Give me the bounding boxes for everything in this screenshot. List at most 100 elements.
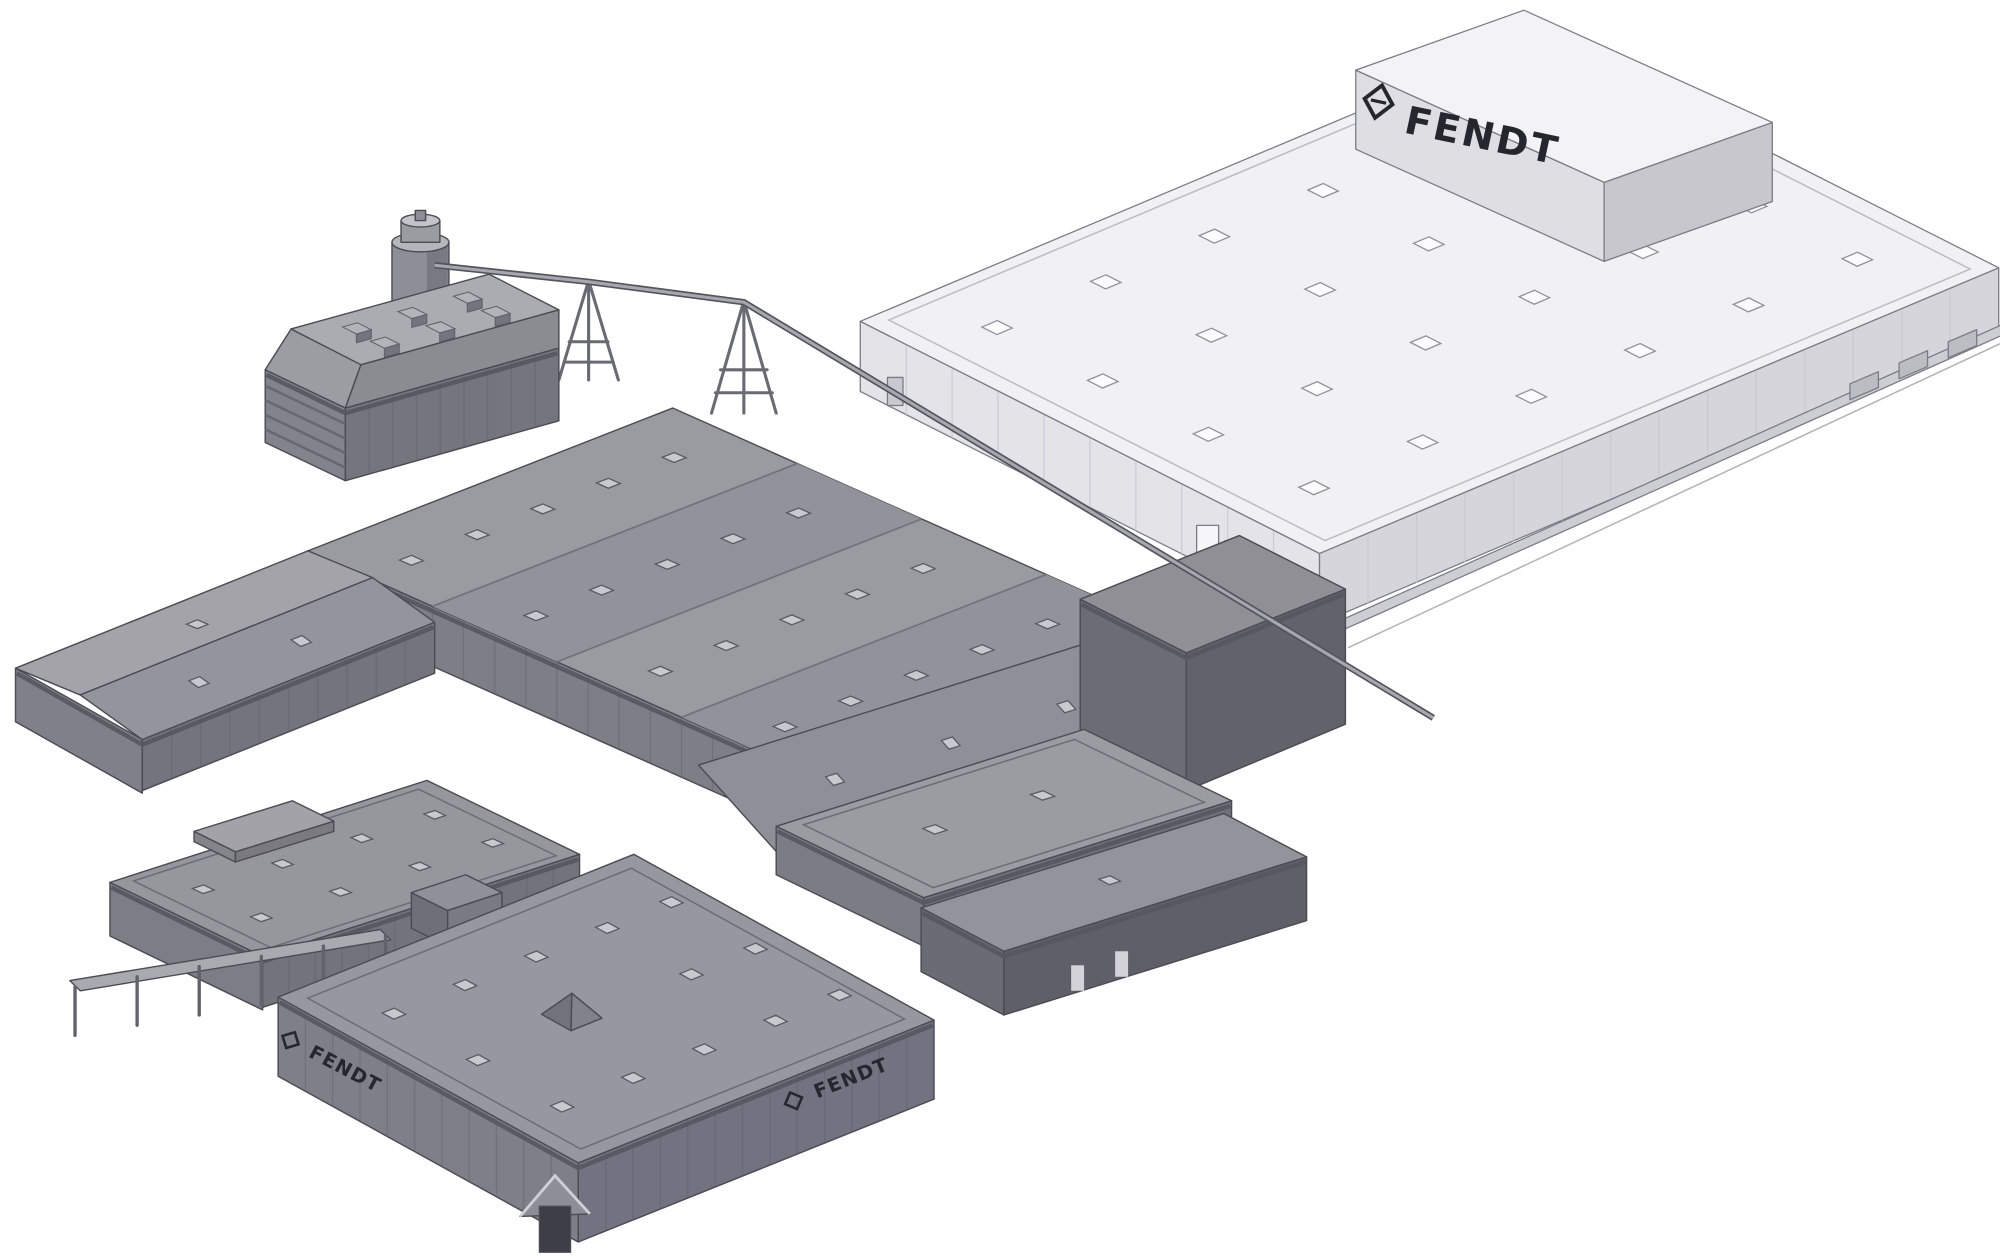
roof-skylight bbox=[843, 588, 871, 600]
roof-vent bbox=[396, 306, 429, 320]
louver-line bbox=[264, 413, 346, 455]
west-wing-wall-columns bbox=[170, 633, 407, 779]
canopy-posts bbox=[73, 934, 388, 1038]
penthouse-roof bbox=[1355, 9, 1773, 183]
roof-skylight bbox=[909, 562, 937, 575]
roof-vent bbox=[452, 291, 484, 304]
roof-skylight bbox=[658, 895, 685, 909]
roof-skylight bbox=[771, 721, 799, 733]
roof-skylight bbox=[1028, 790, 1057, 801]
entrance-porch bbox=[518, 1173, 591, 1253]
assembly-hall-building: FENDT bbox=[859, 9, 2000, 649]
factory-roof-skylights bbox=[397, 451, 1062, 733]
annex-b-roof-detail bbox=[1097, 875, 1123, 886]
roof-skylight bbox=[1306, 182, 1340, 199]
roof-skylight bbox=[620, 1071, 647, 1085]
roof-skylight bbox=[270, 858, 295, 869]
annex-a-roof bbox=[775, 728, 1233, 899]
loading-dock-block bbox=[1898, 350, 1929, 380]
roof-skylight bbox=[940, 736, 962, 750]
pyramid-face bbox=[540, 992, 573, 1032]
roof-skylight bbox=[187, 675, 211, 689]
fendt-diamond-icon bbox=[280, 1030, 301, 1050]
roof-box-top bbox=[410, 874, 503, 912]
trestle-leg bbox=[587, 278, 620, 382]
roof-skylight bbox=[184, 619, 210, 630]
eave-shadow bbox=[921, 859, 1306, 959]
roof-skylight bbox=[594, 921, 621, 935]
louver-line bbox=[264, 384, 346, 426]
roof-skylight bbox=[1840, 251, 1875, 267]
overhead-pipeline bbox=[434, 262, 1436, 721]
roof-skylight bbox=[451, 978, 479, 992]
roof-skylight bbox=[1097, 875, 1123, 886]
roof-skylight bbox=[463, 528, 491, 541]
boiler-house bbox=[264, 209, 778, 482]
boiler-wall-panels bbox=[368, 354, 536, 475]
roof-skylight bbox=[523, 950, 550, 963]
roof-skylight bbox=[1085, 373, 1120, 389]
roof-skylight bbox=[1303, 281, 1337, 298]
roof-skylight bbox=[712, 639, 740, 652]
slope-skylights bbox=[824, 699, 1077, 787]
roof-skylight bbox=[1623, 342, 1657, 359]
front-annexes bbox=[775, 728, 1308, 1016]
roof-skylight bbox=[1089, 274, 1123, 290]
roof-skylight bbox=[826, 988, 853, 1002]
roof-skylight bbox=[691, 1043, 718, 1056]
roof-skylight bbox=[349, 833, 375, 844]
roof-skylight bbox=[1408, 335, 1443, 351]
loading-dock-block bbox=[1947, 328, 1978, 359]
canopy-roof bbox=[69, 928, 392, 992]
west-wing-skylights bbox=[184, 619, 313, 689]
roof-skylight bbox=[407, 861, 433, 872]
roof-skylight bbox=[980, 319, 1014, 336]
roof-skylight bbox=[1514, 388, 1549, 405]
eave-shadow bbox=[278, 1000, 934, 1171]
roof-skylight bbox=[824, 772, 846, 787]
roof-skylight bbox=[522, 610, 550, 622]
roof-skylight bbox=[464, 1053, 492, 1067]
roof-skylight bbox=[1405, 434, 1440, 450]
roof-skylight bbox=[548, 1100, 576, 1113]
annex-door bbox=[1115, 951, 1129, 977]
roof-skylight bbox=[1197, 228, 1232, 244]
roof-skylight bbox=[594, 477, 622, 489]
roof-skylight bbox=[778, 614, 806, 626]
porch-fascia bbox=[518, 1173, 591, 1218]
trestle-leg bbox=[709, 299, 746, 415]
roof-skylight bbox=[1191, 426, 1226, 443]
boiler-roof-vents bbox=[341, 291, 512, 358]
roof-skylight bbox=[678, 968, 705, 981]
roof-parapet bbox=[886, 47, 1973, 542]
showroom-wall-columns bbox=[304, 1012, 908, 1232]
workshop-step-roof bbox=[193, 800, 335, 853]
roof-skylight bbox=[480, 837, 506, 848]
roof-skylight bbox=[1300, 380, 1334, 397]
roof-skylight bbox=[785, 507, 813, 519]
eave-shadow bbox=[1080, 592, 1345, 661]
boiler-louvers bbox=[264, 384, 346, 469]
showroom-roof-detail bbox=[305, 867, 907, 1150]
annex-a-roof-detail bbox=[801, 738, 1207, 889]
roof-pyramid-skylight bbox=[540, 992, 603, 1032]
louver-line bbox=[264, 399, 346, 440]
roof-skylight bbox=[1411, 236, 1446, 252]
dock-ground-line bbox=[1347, 342, 2000, 649]
roof-skylight bbox=[902, 669, 930, 681]
loading-dock-block bbox=[1849, 371, 1880, 401]
eave-shadow bbox=[15, 625, 435, 748]
trestle-leg bbox=[742, 299, 778, 415]
showroom-roof bbox=[277, 853, 935, 1164]
roof-vent bbox=[369, 336, 401, 349]
pipeline-trestle bbox=[557, 278, 620, 382]
eave-shadow bbox=[265, 351, 559, 416]
roof-parapet bbox=[801, 738, 1207, 889]
roof-skylight bbox=[646, 665, 674, 677]
pipeline-pipe bbox=[434, 263, 1435, 720]
eave-shadow bbox=[776, 803, 1231, 906]
roof-bay-seam bbox=[432, 462, 798, 608]
roof-skylight bbox=[653, 558, 681, 571]
annex-door bbox=[1071, 965, 1085, 991]
